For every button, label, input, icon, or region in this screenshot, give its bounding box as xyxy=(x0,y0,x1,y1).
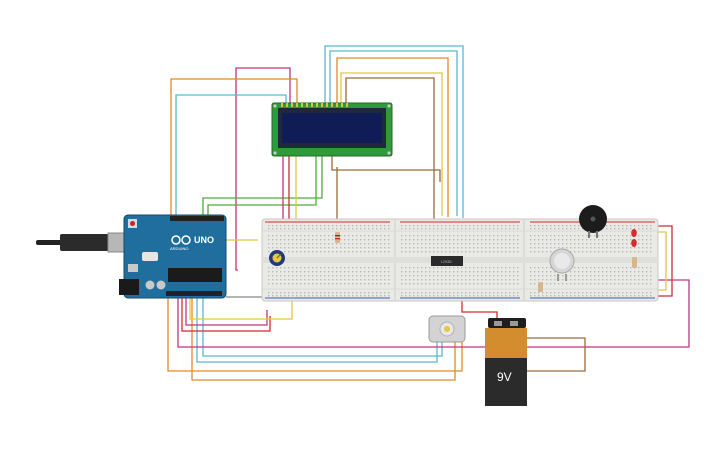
lcd-pins xyxy=(281,103,348,107)
sensor-resistor xyxy=(538,282,543,292)
wire-orange-arduino-lcd xyxy=(170,78,298,218)
arduino-brand-text: ARDUINO xyxy=(170,246,188,251)
wire-brown-battery xyxy=(527,337,586,372)
wire-brown-lcd-top xyxy=(345,77,435,219)
led-resistor xyxy=(632,257,637,268)
gas-sensor xyxy=(549,248,575,281)
arduino-infinity-logo-right xyxy=(181,235,191,245)
wire-cyan-bottom-2 xyxy=(202,298,443,357)
wire-yellow-bottom xyxy=(189,298,293,320)
arduino-uno: UNO ARDUINO xyxy=(36,214,227,299)
wire-cyan-arduino-lcd xyxy=(175,94,287,218)
battery-snap xyxy=(488,318,526,328)
ic-body xyxy=(431,256,463,266)
dc-motor xyxy=(428,315,466,343)
wire-magenta-bottom xyxy=(177,279,690,348)
wire-green-lcd-2 xyxy=(207,156,317,218)
ic-label: L293D xyxy=(441,260,452,264)
wire-orange-bottom xyxy=(191,298,456,381)
wire-red-bottom xyxy=(181,298,271,332)
resistor xyxy=(335,232,340,243)
battery-top xyxy=(485,328,527,358)
power-jack xyxy=(119,279,139,295)
arduino-board xyxy=(123,214,227,299)
wire-yellow-led xyxy=(654,231,667,291)
wire-cyan-bottom xyxy=(196,298,438,363)
motor-driver-ic: L293D xyxy=(431,256,463,266)
lcd-display xyxy=(282,113,382,143)
wire-cyan-lcd-outer xyxy=(324,45,464,218)
wire-brown-lcd-bottom xyxy=(331,156,441,182)
wire-magenta-bottom-2 xyxy=(185,298,268,326)
wire-orange-bottom-outer xyxy=(167,298,463,372)
usb-cable xyxy=(36,240,66,245)
breadboard-holes xyxy=(268,225,652,297)
arduino-logo-text: UNO xyxy=(194,235,214,245)
lcd-module xyxy=(271,102,393,157)
digital-header xyxy=(170,216,224,221)
wire-magenta-lcd xyxy=(235,67,291,271)
analog-header xyxy=(166,291,222,296)
wire-yellow-lcd xyxy=(340,72,443,216)
piezo-buzzer xyxy=(579,205,607,238)
led-red-1 xyxy=(631,229,637,237)
battery-label: 9V xyxy=(497,370,512,384)
usb-plug xyxy=(60,234,112,251)
battery-body xyxy=(485,358,527,406)
wire-red-led xyxy=(654,225,673,297)
wire-red-chip-battery xyxy=(461,300,498,320)
wires xyxy=(167,45,690,381)
wire-orange-lcd xyxy=(336,57,449,217)
wire-cyan-lcd-inner xyxy=(329,50,458,216)
wire-green-lcd xyxy=(202,156,323,218)
battery-9v: 9V xyxy=(485,318,527,406)
led-red-2 xyxy=(631,239,637,247)
arduino-infinity-logo-left xyxy=(171,235,181,245)
atmega-chip xyxy=(168,268,222,282)
potentiometer xyxy=(269,250,285,266)
